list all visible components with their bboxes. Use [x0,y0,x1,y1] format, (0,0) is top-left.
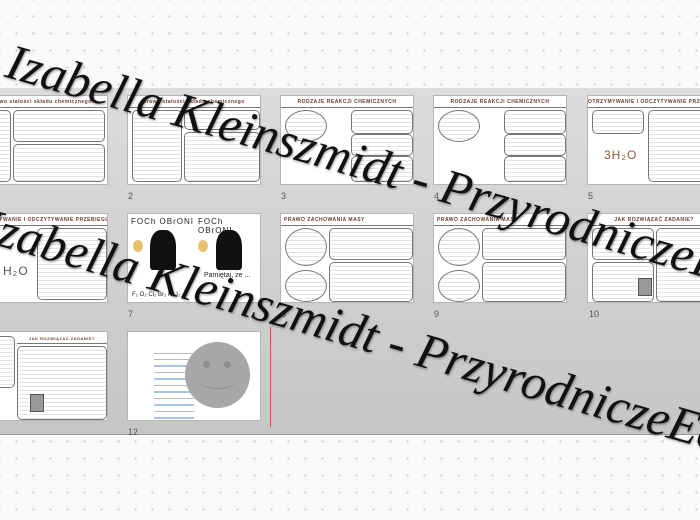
slide-thumbnail-3[interactable]: RODZAJE REAKCJI CHEMICZNYCH [280,95,414,185]
slide-title: RODZAJE REAKCJI CHEMICZNYCH [281,98,413,108]
content-box [592,110,644,134]
slide-title: prawo stałości składu chemicznego [0,98,107,108]
content-box [438,110,480,142]
caption: Pamiętaj, że ... [204,272,251,279]
content-box [482,262,566,302]
content-box [329,262,413,302]
slide-title: JAK ROZWIĄZAĆ ZADANIE? [17,334,107,344]
silhouette-image [216,230,242,270]
content-box [648,110,700,182]
content-box [132,110,182,182]
content-box [504,134,566,156]
content-box [184,110,260,130]
slide-number: 2 [128,191,134,201]
slide-thumbnail-6[interactable]: OTRZYMYWANIE I ODCZYTYWANIE PRZEBIEGU RE… [0,213,108,303]
content-box [285,228,327,266]
silhouette-image [150,230,176,270]
slide-number: 10 [589,309,600,319]
content-box [656,228,700,302]
link-list [154,348,194,420]
content-box [504,110,566,134]
formula: F₂ O₂ Cl₂ Br₂ N₂ I₂ [132,292,181,298]
content-box [438,228,480,266]
slide-number: 7 [128,309,134,319]
slide-thumbnail-10[interactable]: JAK ROZWIĄZAĆ ZADANIE? [587,213,700,303]
calculator-icon [638,278,652,296]
slide-number: 9 [434,309,440,319]
slide-title: prawo stałości składu chemicznego [128,98,260,108]
content-box [37,228,107,300]
slide-thumbnail-2[interactable]: prawo stałości składu chemicznego [127,95,261,185]
slide-title: OTRZYMYWANIE I ODCZYTYWANIE PRZEBIEGU RE… [0,216,107,226]
insertion-cursor [270,327,271,427]
content-box [285,270,327,302]
smiley-face-shape [185,342,250,408]
slide-title: FOCh OBrONI [198,217,233,235]
slide-thumbnail-11[interactable]: JAK ROZWIĄZAĆ ZADANIE? [0,331,108,421]
content-box [0,336,15,388]
content-box [184,132,260,182]
content-box [351,110,413,134]
content-box [13,110,105,142]
slide-number: 5 [588,191,594,201]
content-box [0,110,11,182]
content-box [592,228,654,260]
slide-number: 12 [128,427,139,437]
formula: 3H₂O [604,148,638,162]
slide-number: 8 [281,309,287,319]
slide-number: 4 [434,191,440,201]
slide-thumbnail-4[interactable]: RODZAJE REAKCJI CHEMICZNYCH [433,95,567,185]
content-box [329,228,413,260]
slide-title: OTRZYMYWANIE I ODCZYTYWANIE PRZEBIEGU RE… [588,98,700,108]
slide-number: 3 [281,191,287,201]
content-box [504,156,566,182]
slide-title: FOCh OBrONI [131,217,195,226]
content-box [351,134,413,156]
slide-thumbnail-7[interactable]: FOCh OBrONI FOCh OBrONI Pamiętaj, że ...… [127,213,261,303]
slide-title: JAK ROZWIĄZAĆ ZADANIE? [588,216,700,226]
slide-thumbnail-9[interactable]: PRAWO ZACHOWANIA MASY [433,213,567,303]
calculator-icon [30,394,44,412]
content-box [13,144,105,182]
content-box [351,156,413,182]
formula: H₂O [3,264,29,278]
slide-thumbnail-12[interactable] [127,331,261,421]
content-box [285,110,327,142]
face-image [133,240,143,252]
slide-title: PRAWO ZACHOWANIA MASY [281,216,413,226]
content-box [482,228,566,260]
slide-thumbnail-8[interactable]: PRAWO ZACHOWANIA MASY [280,213,414,303]
content-box [438,270,480,302]
slide-title: RODZAJE REAKCJI CHEMICZNYCH [434,98,566,108]
face-image [198,240,208,252]
slide-thumbnail-5[interactable]: OTRZYMYWANIE I ODCZYTYWANIE PRZEBIEGU RE… [587,95,700,185]
slide-thumbnail-1[interactable]: prawo stałości składu chemicznego [0,95,108,185]
slide-title: PRAWO ZACHOWANIA MASY [434,216,566,226]
